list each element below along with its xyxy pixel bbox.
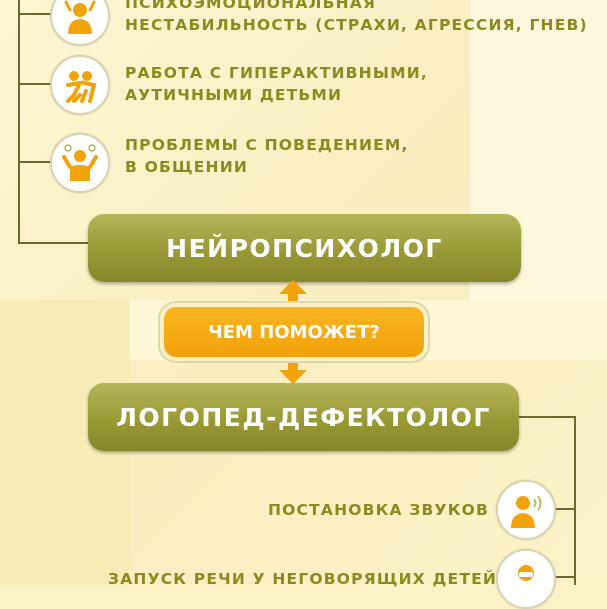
top-connector-horizontal [18, 242, 100, 244]
frustrated-child-icon [64, 0, 96, 34]
bottom-item-1-text: ПОСТАНОВКА ЗВУКОВ [268, 501, 489, 519]
bottom-item-2-text: ЗАПУСК РЕЧИ У НЕГОВОРЯЩИХ ДЕТЕЙ [108, 570, 498, 588]
top-connector-tick-2 [18, 83, 50, 85]
hyperactive-children-icon [66, 71, 97, 103]
talking-child-icon [518, 565, 534, 581]
item-icon-circle [50, 0, 110, 46]
top-connector-vertical [18, 0, 20, 244]
top-connector-tick-1 [18, 13, 50, 15]
top-connector-tick-3 [18, 161, 50, 163]
top-item-3-text: ПРОБЛЕМЫ С ПОВЕДЕНИЕМ, В ОБЩЕНИИ [125, 136, 409, 176]
item-icon-circle [496, 480, 556, 540]
bottom-connector-vertical [574, 416, 576, 585]
speech-therapist-pill: ЛОГОПЕД-ДЕФЕКТОЛОГ [88, 383, 519, 451]
item-icon-circle [50, 133, 110, 193]
angry-child-icon [62, 144, 98, 181]
neuropsychologist-pill: НЕЙРОПСИХОЛОГ [88, 214, 521, 282]
bottom-connector-tick-2 [552, 576, 576, 578]
speaking-child-icon [511, 495, 542, 528]
center-question-pill: ЧЕМ ПОМОЖЕТ? [164, 307, 424, 357]
bottom-connector-horizontal [516, 416, 576, 418]
item-icon-circle [496, 549, 556, 609]
item-icon-circle [50, 55, 110, 115]
top-item-2-text: РАБОТА С ГИПЕРАКТИВНЫМИ, АУТИЧНЫМИ ДЕТЬМ… [125, 64, 428, 104]
bottom-connector-tick-1 [552, 508, 576, 510]
top-item-1-text: ПСИХОЭМОЦИОНАЛЬНАЯ НЕСТАБИЛЬНОСТЬ (СТРАХ… [125, 0, 588, 34]
